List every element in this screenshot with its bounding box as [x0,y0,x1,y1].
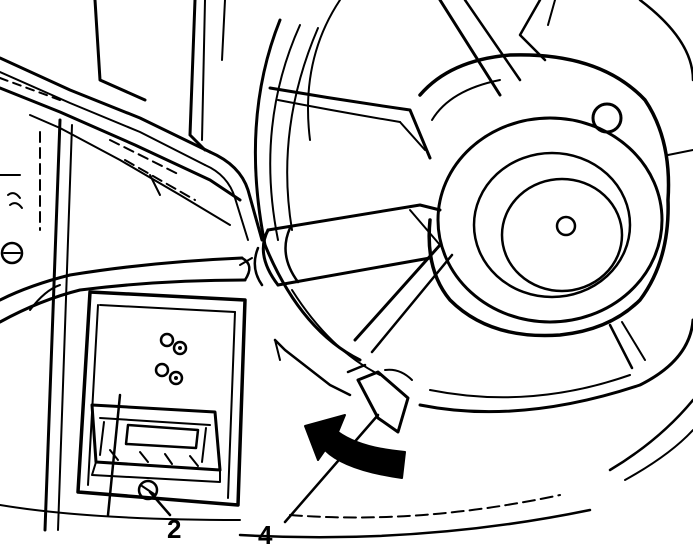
direction-arrow [304,414,406,479]
wiring-harness [0,256,251,324]
support-bracket [239,203,442,287]
leader-line-2 [106,393,172,517]
leader-line-4 [283,413,380,524]
leader-lines [106,393,380,524]
fan-shroud-housing [0,0,592,539]
cooling-fan [253,0,693,481]
retaining-clip [273,338,413,434]
fan-motor-hub [418,53,671,338]
callout-label-4: 4 [258,520,273,550]
callout-label-2: 2 [167,514,182,544]
resistor-module [76,290,247,507]
